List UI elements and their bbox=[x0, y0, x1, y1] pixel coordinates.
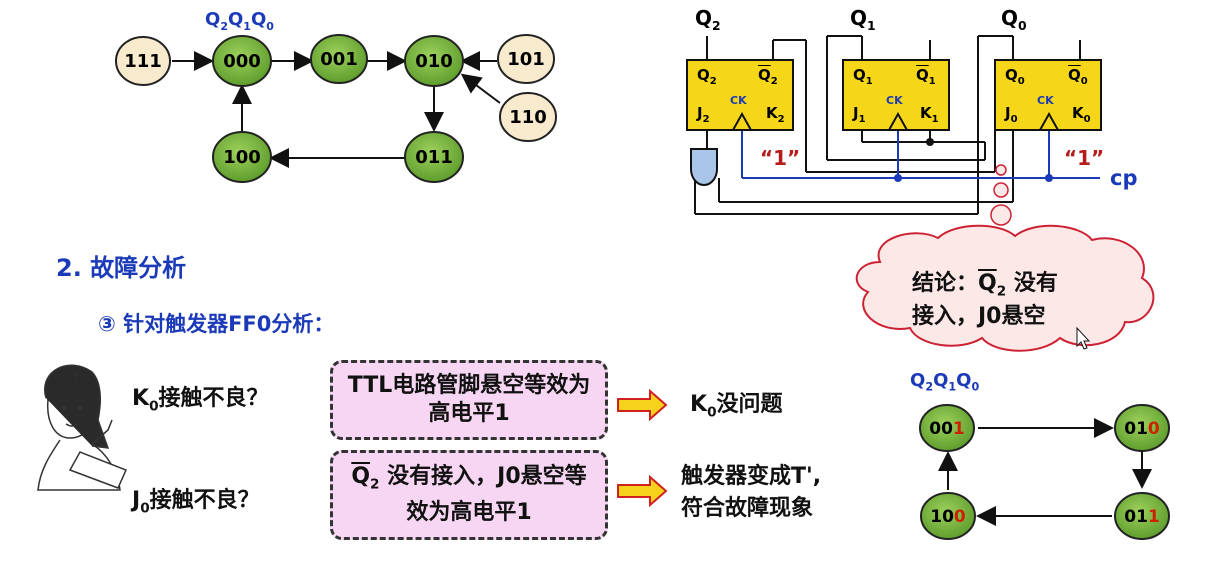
svg-text:011: 011 bbox=[1124, 507, 1160, 527]
node-001: 001 bbox=[310, 34, 368, 84]
ff0-k-label: K0 bbox=[1072, 104, 1091, 125]
node-110: 110 bbox=[499, 92, 557, 142]
cp-label: cp bbox=[1110, 166, 1138, 190]
j0-result-line2: 符合故障现象 bbox=[681, 496, 814, 521]
q2-output-label: Q2 bbox=[695, 6, 721, 33]
svg-text:011: 011 bbox=[415, 147, 453, 168]
node-100: 100 bbox=[212, 131, 272, 183]
ff2-k-label: K2 bbox=[766, 104, 785, 125]
ttl-floating-text: TTL电路管脚悬空等效为高电平1 bbox=[347, 373, 591, 426]
ff1-ck-label: CK bbox=[886, 94, 903, 107]
top-state-diagram: Q2Q1Q0 111 000 001 010 101 bbox=[115, 9, 557, 183]
node-011: 011 bbox=[404, 131, 464, 183]
sub-title: ③ 针对触发器FF0分析： bbox=[98, 312, 335, 336]
ff1-qbar-label: Q1 bbox=[916, 66, 936, 87]
j0-result-line1: 触发器变成T', bbox=[681, 464, 822, 489]
node-010: 010 bbox=[404, 35, 464, 87]
ff2-qbar-label: Q2 bbox=[758, 66, 778, 87]
thinking-girl-icon: ? ? bbox=[37, 364, 128, 491]
state-100: 100 bbox=[920, 492, 976, 540]
ff2-j-label: J2 bbox=[697, 104, 710, 125]
q2-not-connected-text: Q2 没有接入，J0悬空等效为高电平1 bbox=[351, 464, 587, 525]
state-001: 001 bbox=[919, 404, 975, 452]
ff0-qbar-label: Q0 bbox=[1068, 66, 1088, 87]
k2-one-label: “1” bbox=[760, 146, 801, 170]
state-011: 011 bbox=[1114, 492, 1170, 540]
ff1-k-label: K1 bbox=[920, 104, 939, 125]
svg-text:101: 101 bbox=[507, 49, 545, 70]
svg-text:100: 100 bbox=[930, 507, 966, 527]
arrow-right-icon bbox=[617, 474, 668, 508]
ff0-ck-label: CK bbox=[1037, 94, 1054, 107]
top-state-title: Q2Q1Q0 bbox=[205, 9, 274, 33]
ff1-q-label: Q1 bbox=[853, 66, 873, 87]
q0-output-label: Q0 bbox=[1001, 6, 1027, 33]
q2-not-connected-box: Q2 没有接入，J0悬空等效为高电平1 bbox=[330, 450, 608, 540]
svg-text:111: 111 bbox=[124, 51, 162, 72]
and-gate bbox=[690, 148, 718, 186]
mouse-cursor-icon bbox=[1076, 326, 1091, 350]
svg-text:010: 010 bbox=[1124, 419, 1160, 439]
svg-text:?: ? bbox=[62, 365, 67, 375]
node-000: 000 bbox=[212, 35, 272, 87]
k0-question: K0接触不良？ bbox=[132, 386, 269, 415]
svg-text:001: 001 bbox=[929, 419, 965, 439]
section-title: 2. 故障分析 bbox=[56, 254, 187, 282]
svg-text:100: 100 bbox=[223, 147, 261, 168]
q1-output-label: Q1 bbox=[850, 6, 876, 33]
bottom-state-title: Q2Q1Q0 bbox=[910, 370, 980, 394]
conclusion-cloud bbox=[855, 224, 1155, 352]
bottom-state-diagram: 001 010 011 100 bbox=[919, 404, 1170, 540]
circuit-diagram bbox=[686, 35, 1102, 226]
node-101: 101 bbox=[497, 34, 555, 84]
ff0-q-label: Q0 bbox=[1005, 66, 1025, 87]
j0-question: J0接触不良？ bbox=[132, 488, 260, 517]
svg-text:110: 110 bbox=[509, 107, 547, 128]
k0-one-label: “1” bbox=[1064, 146, 1105, 170]
svg-text:000: 000 bbox=[223, 51, 261, 72]
ff2-q-label: Q2 bbox=[697, 66, 717, 87]
ff0-j-label: J0 bbox=[1005, 104, 1018, 125]
arrow-right-icon bbox=[617, 388, 668, 422]
cloud-conclusion-line2: 接入，J0悬空 bbox=[912, 304, 1046, 329]
ff0-box bbox=[994, 59, 1102, 131]
ff1-j-label: J1 bbox=[853, 104, 866, 125]
node-111: 111 bbox=[115, 36, 171, 86]
cloud-conclusion-line1: 结论：Q2 没有 bbox=[912, 271, 1058, 300]
svg-text:010: 010 bbox=[415, 51, 453, 72]
ff2-ck-label: CK bbox=[730, 94, 747, 107]
state-010: 010 bbox=[1114, 404, 1170, 452]
ttl-floating-box: TTL电路管脚悬空等效为高电平1 bbox=[330, 360, 608, 440]
k0-result: K0没问题 bbox=[690, 392, 783, 421]
svg-text:001: 001 bbox=[320, 49, 358, 70]
svg-text:?: ? bbox=[73, 370, 79, 383]
